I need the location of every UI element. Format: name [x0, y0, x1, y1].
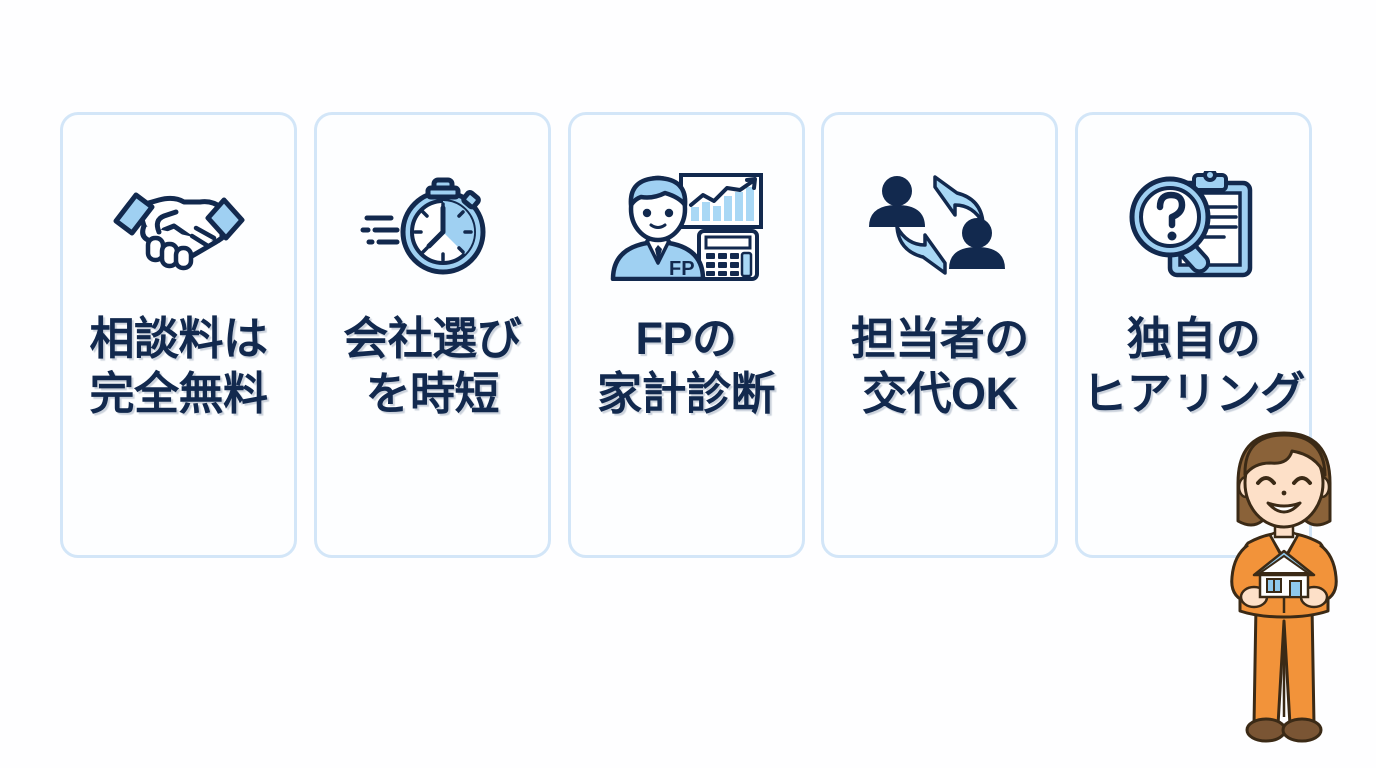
svg-text:FP: FP [669, 258, 695, 280]
feature-card-label-line1: 会社選び [343, 313, 522, 364]
feature-card-label: 担当者の 交代OK [850, 311, 1030, 421]
feature-card-staff-change[interactable]: 担当者の 交代OK [821, 112, 1059, 558]
feature-card-label: FPの 家計診断 [596, 311, 776, 421]
feature-card-label-line1: 担当者の [850, 313, 1030, 364]
stopwatch-icon [347, 167, 517, 285]
feature-card-time-saving[interactable]: 会社選び を時短 [313, 112, 551, 558]
house-icon [1252, 549, 1316, 599]
feature-card-label-line2: 完全無料 [89, 368, 268, 419]
fp-advisor-chart-calculator-icon: FP [601, 167, 771, 285]
feature-card-label-line1: 独自の [1126, 313, 1261, 364]
feature-card-label-line2: 家計診断 [596, 368, 776, 419]
feature-card-original-hearing[interactable]: 独自の ヒアリング [1075, 112, 1312, 558]
feature-card-row: 相談料は 完全無料 [60, 112, 1312, 558]
feature-card-label-line1: FPの [635, 313, 737, 364]
feature-card-label-line2: ヒアリング [1082, 368, 1305, 419]
handshake-icon [94, 167, 264, 285]
feature-card-label: 独自の ヒアリング [1082, 311, 1305, 421]
feature-card-label: 会社選び を時短 [343, 311, 522, 421]
woman-holding-house-illustration [1196, 425, 1376, 768]
person-swap-icon [855, 167, 1025, 285]
feature-card-label: 相談料は 完全無料 [89, 311, 268, 421]
feature-card-label-line1: 相談料は [89, 313, 268, 364]
feature-card-consultation-free[interactable]: 相談料は 完全無料 [60, 112, 297, 558]
feature-card-label-line2: を時短 [365, 368, 499, 419]
feature-card-label-line2: 交代OK [861, 368, 1018, 419]
magnifier-question-clipboard-icon [1109, 167, 1279, 285]
feature-card-fp-diagnosis[interactable]: FP FPの 家計診断 [567, 112, 805, 558]
